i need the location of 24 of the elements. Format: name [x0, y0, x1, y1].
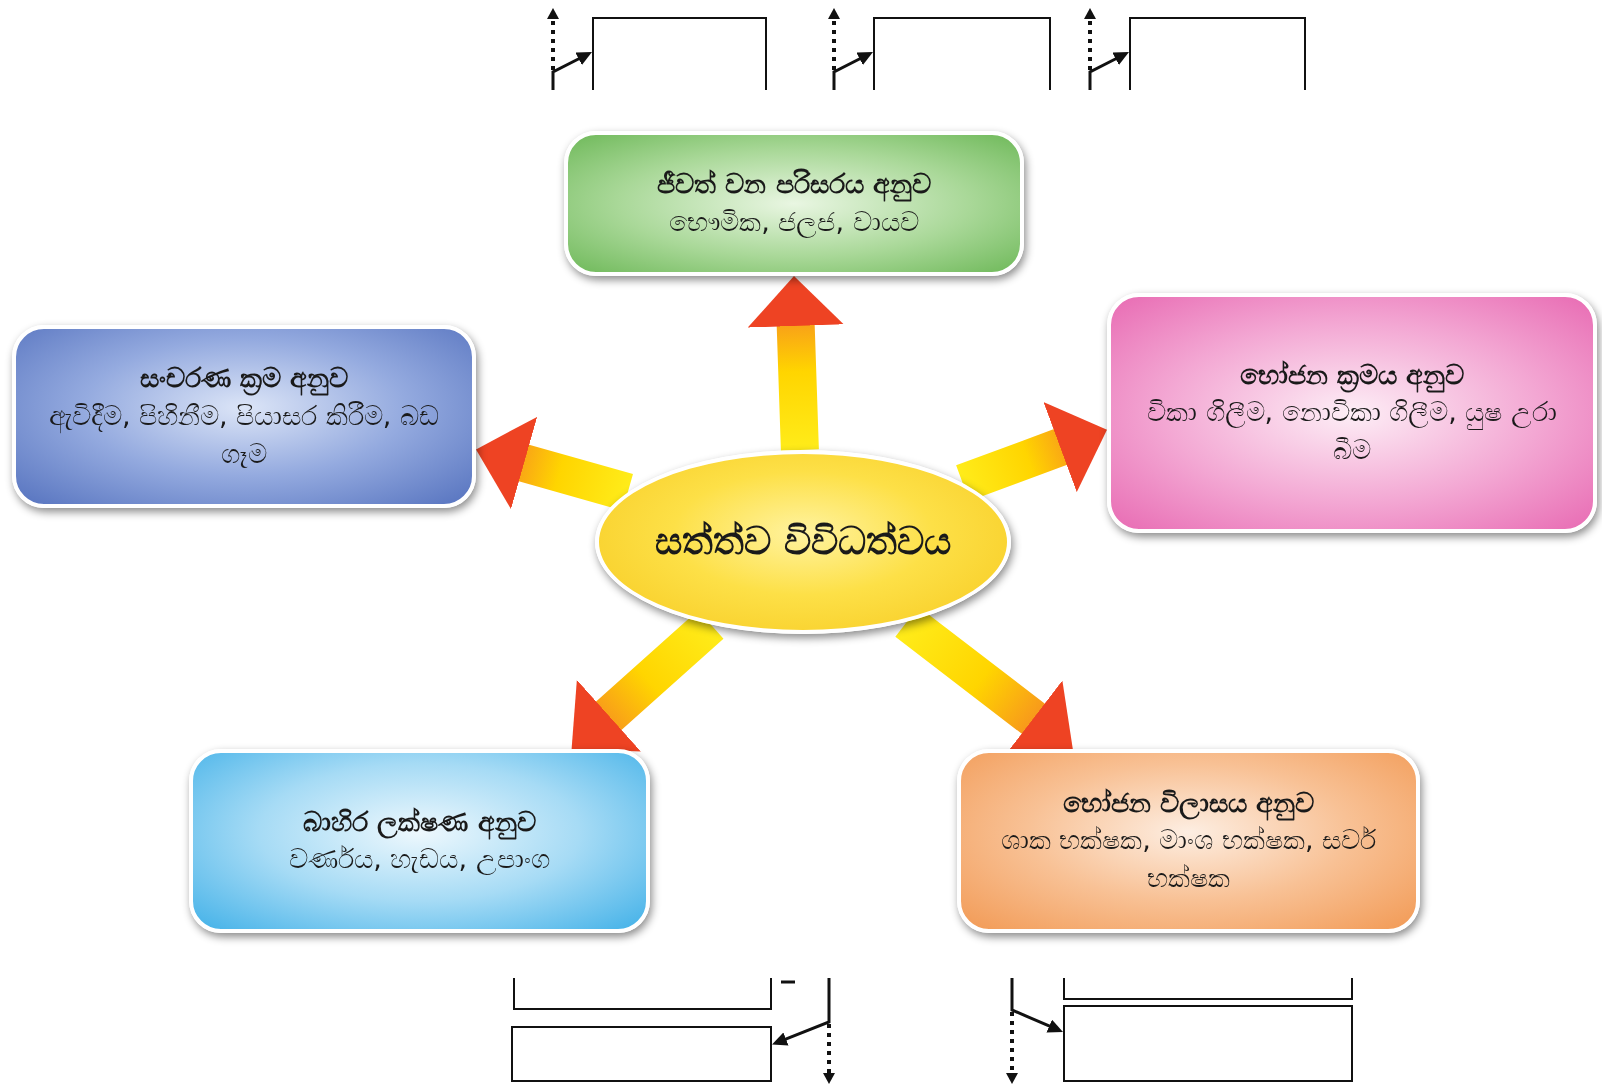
category-heading: භෝජන විලාසය අනුව: [1062, 785, 1315, 822]
category-heading: සංචරණ ක්‍රම අනුව: [139, 361, 349, 397]
empty-box: [511, 1026, 772, 1082]
arrow: [551, 50, 593, 90]
empty-box: [592, 17, 767, 90]
category-examples: ඇවිදීම, පිහිනීම, පියාසර කිරීම, බඩ ගෑම: [47, 398, 441, 471]
empty-box: [1129, 17, 1306, 90]
category-examples: භෞමික, ජලජ, වායව: [669, 204, 919, 240]
empty-box: [513, 978, 772, 1010]
category-heading: බාහිර ලක්ෂණ අනුව: [303, 803, 536, 841]
arrow: [832, 50, 874, 90]
arrow: [1010, 978, 1064, 1034]
arrow: [1088, 50, 1130, 90]
category-examples: වර්ණය, හැඩය, උපාංග: [289, 842, 550, 877]
category-examples: විකා ගිලීම, නොවිකා ගිලීම, යුෂ උරා බීම: [1145, 395, 1559, 468]
center-title: සත්ත්ව විවිධත්වය: [654, 518, 952, 566]
empty-box: [1063, 1005, 1353, 1082]
category-heading: භෝජන ක්‍රමය අනුව: [1239, 357, 1465, 394]
empty-box: [873, 17, 1051, 90]
empty-box: [1063, 978, 1353, 1000]
arrow: [771, 978, 831, 1046]
category-examples: ශාක භක්ෂක, මාංශ භක්ෂක, සර්ව භක්ෂක: [999, 823, 1378, 896]
thick-arrow: [747, 275, 844, 451]
category-heading: ජීවත් වන පරිසරය අනුව: [656, 167, 932, 203]
